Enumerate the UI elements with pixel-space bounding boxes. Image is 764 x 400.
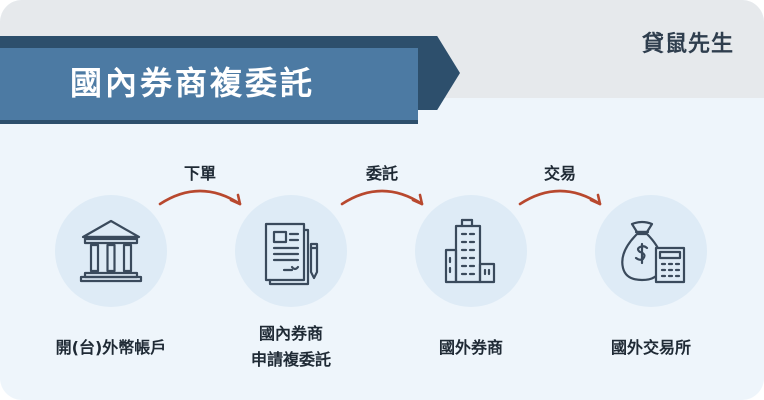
arrow-3-head <box>589 193 602 206</box>
arrow-1-head <box>229 193 242 206</box>
banner <box>0 48 418 124</box>
money-bag-calculator-icon <box>621 220 686 284</box>
node-label-domestic-broker-line1: 國內券商 <box>258 324 323 343</box>
arrow-2 <box>340 189 424 206</box>
node-circle-domestic-broker <box>235 195 347 307</box>
arrow-2-head <box>411 193 424 206</box>
document-icon <box>264 222 319 286</box>
step-label-order: 下單 <box>183 164 216 183</box>
brand-name: 貸鼠先生 <box>641 32 734 57</box>
page-title: 國內券商複委託 <box>70 64 316 102</box>
bank-icon <box>79 219 143 283</box>
node-circle-bank <box>55 195 167 307</box>
node-label-domestic-broker-line2: 申請複委託 <box>250 350 331 369</box>
step-label-entrust: 委託 <box>365 164 398 183</box>
node-circle-foreign-exchange <box>595 195 707 307</box>
node-label-foreign-exchange: 國外交易所 <box>610 338 691 357</box>
node-label-foreign-broker: 國外券商 <box>438 338 503 357</box>
office-building-icon <box>444 218 496 284</box>
step-label-trade: 交易 <box>543 164 576 183</box>
arrow-1 <box>158 189 242 206</box>
arrow-3 <box>518 189 602 206</box>
node-label-bank: 開(台)外幣帳戶 <box>55 338 167 357</box>
